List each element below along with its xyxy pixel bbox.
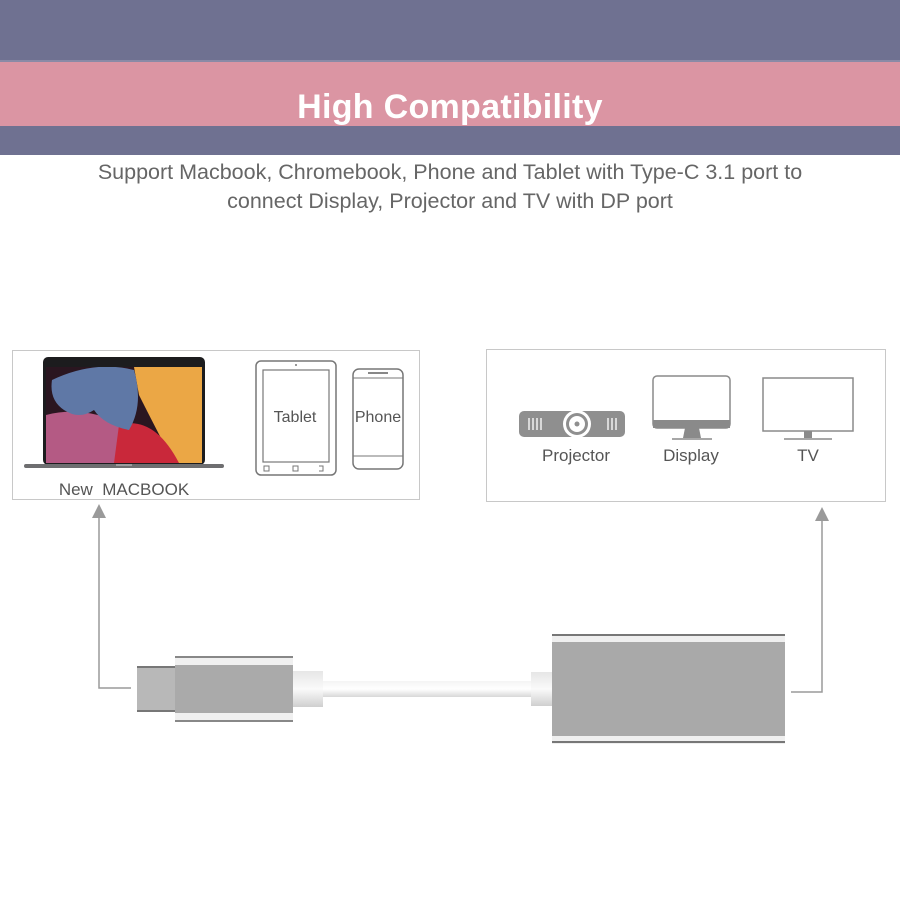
display-icon [652,375,731,440]
tablet-icon [255,360,337,476]
phone-label: Phone [354,409,402,426]
header-band-bottom [0,126,900,155]
usb-c-plug [137,656,293,722]
subtitle-line-2: connect Display, Projector and TV with D… [227,189,673,213]
tablet-label: Tablet [273,409,317,426]
cable [323,681,533,697]
projector-label: Projector [541,446,611,465]
subtitle-line-1: Support Macbook, Chromebook, Phone and T… [97,160,803,184]
header-band-top [0,0,900,60]
macbook-icon [24,357,224,468]
page-title: High Compatibility [297,88,603,126]
header-band-title [0,60,900,126]
phone-icon [352,368,404,470]
page-subtitle: Support Macbook, Chromebook, Phone and T… [0,158,900,216]
macbook-label: New MACBOOK [58,480,190,499]
tv-icon [762,377,854,440]
display-label: Display [663,446,719,465]
projector-icon [519,410,625,438]
displayport-receptacle [552,634,785,744]
tv-label: TV [797,446,819,465]
